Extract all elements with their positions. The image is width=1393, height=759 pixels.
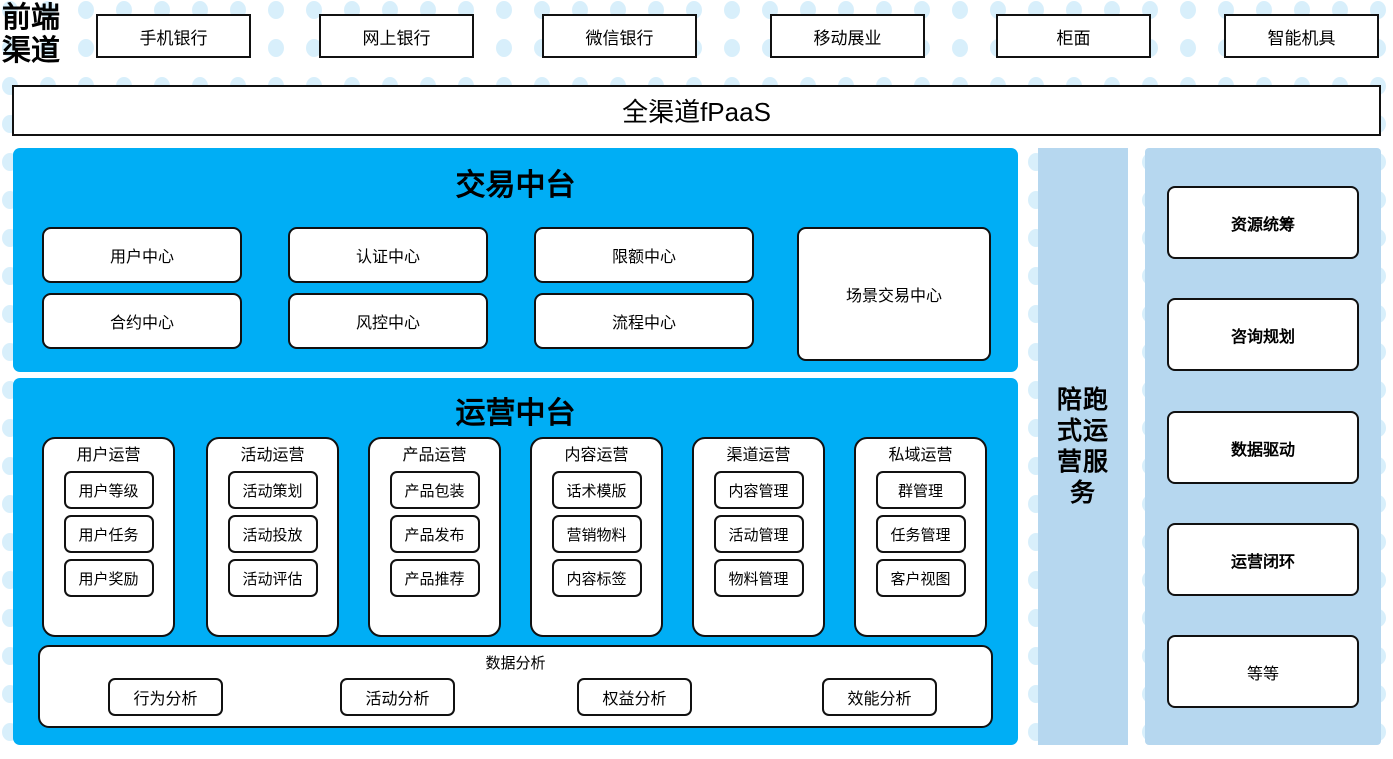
group-item[interactable]: 产品推荐 — [389, 559, 480, 597]
operation-group-content[interactable]: 内容运营 话术模版 营销物料 内容标签 — [530, 437, 663, 637]
capability-box-data[interactable]: 数据驱动 — [1167, 411, 1359, 484]
front-channel-label-line1: 前端 — [2, 2, 61, 34]
platform-bar-fpaas[interactable]: 全渠道fPaaS — [12, 85, 1381, 136]
channel-box-online-bank[interactable]: 网上银行 — [319, 14, 474, 58]
group-item[interactable]: 任务管理 — [875, 515, 966, 553]
group-item[interactable]: 产品包装 — [389, 471, 480, 509]
front-channel-label: 前端 渠道 — [2, 2, 80, 68]
data-analysis-item-activity[interactable]: 活动分析 — [340, 678, 455, 716]
trade-box-user-center[interactable]: 用户中心 — [42, 227, 242, 283]
group-item[interactable]: 活动管理 — [713, 515, 804, 553]
trade-box-scene-transaction-center[interactable]: 场景交易中心 — [797, 227, 991, 361]
group-title: 渠道运营 — [726, 447, 791, 464]
group-item[interactable]: 活动策划 — [227, 471, 318, 509]
group-item[interactable]: 活动评估 — [227, 559, 318, 597]
group-title: 产品运营 — [402, 447, 467, 464]
service-column-label: 陪跑 式运 营服 务 — [1049, 385, 1117, 509]
service-column-line1: 陪跑 — [1056, 385, 1109, 414]
group-title: 私域运营 — [888, 447, 953, 464]
operation-center-title: 运营中台 — [455, 397, 576, 430]
trade-box-process-center[interactable]: 流程中心 — [534, 293, 754, 349]
operation-group-private-domain[interactable]: 私域运营 群管理 任务管理 客户视图 — [854, 437, 987, 637]
capability-box-resource[interactable]: 资源统筹 — [1167, 186, 1359, 259]
capability-box-closedloop[interactable]: 运营闭环 — [1167, 523, 1359, 596]
group-item[interactable]: 群管理 — [875, 471, 966, 509]
group-title: 用户运营 — [76, 447, 141, 464]
channel-box-counter[interactable]: 柜面 — [996, 14, 1151, 58]
group-item[interactable]: 活动投放 — [227, 515, 318, 553]
group-item[interactable]: 物料管理 — [713, 559, 804, 597]
operation-group-channel[interactable]: 渠道运营 内容管理 活动管理 物料管理 — [692, 437, 825, 637]
trade-box-contract-center[interactable]: 合约中心 — [42, 293, 242, 349]
channel-box-mobile-bank[interactable]: 手机银行 — [96, 14, 251, 58]
trade-center-title: 交易中台 — [455, 169, 576, 202]
operation-group-user[interactable]: 用户运营 用户等级 用户任务 用户奖励 — [42, 437, 175, 637]
group-item[interactable]: 客户视图 — [875, 559, 966, 597]
group-item[interactable]: 用户奖励 — [63, 559, 154, 597]
capability-box-consulting[interactable]: 咨询规划 — [1167, 298, 1359, 371]
service-column-line2: 式运 — [1056, 416, 1109, 445]
capability-box-etc[interactable]: 等等 — [1167, 635, 1359, 708]
operation-group-activity[interactable]: 活动运营 活动策划 活动投放 活动评估 — [206, 437, 339, 637]
trade-box-risk-center[interactable]: 风控中心 — [288, 293, 488, 349]
group-item[interactable]: 用户等级 — [63, 471, 154, 509]
group-item[interactable]: 内容管理 — [713, 471, 804, 509]
operation-group-product[interactable]: 产品运营 产品包装 产品发布 产品推荐 — [368, 437, 501, 637]
trade-box-auth-center[interactable]: 认证中心 — [288, 227, 488, 283]
data-analysis-item-efficiency[interactable]: 效能分析 — [822, 678, 937, 716]
channel-box-smart-device[interactable]: 智能机具 — [1224, 14, 1379, 58]
group-item[interactable]: 用户任务 — [63, 515, 154, 553]
group-title: 活动运营 — [240, 447, 305, 464]
channel-box-mobile-biz[interactable]: 移动展业 — [770, 14, 925, 58]
capability-column-panel: 资源统筹 咨询规划 数据驱动 运营闭环 等等 — [1145, 148, 1381, 745]
trade-box-limit-center[interactable]: 限额中心 — [534, 227, 754, 283]
group-title: 内容运营 — [564, 447, 629, 464]
service-column-panel: 陪跑 式运 营服 务 — [1038, 148, 1128, 745]
data-analysis-title: 数据分析 — [485, 655, 546, 672]
group-item[interactable]: 营销物料 — [551, 515, 642, 553]
group-item[interactable]: 内容标签 — [551, 559, 642, 597]
front-channel-label-line2: 渠道 — [2, 35, 61, 67]
data-analysis-item-benefit[interactable]: 权益分析 — [577, 678, 692, 716]
service-column-line4: 务 — [1069, 478, 1096, 507]
group-item[interactable]: 话术模版 — [551, 471, 642, 509]
channel-box-wechat-bank[interactable]: 微信银行 — [542, 14, 697, 58]
service-column-line3: 营服 — [1056, 447, 1109, 476]
group-item[interactable]: 产品发布 — [389, 515, 480, 553]
data-analysis-item-behavior[interactable]: 行为分析 — [108, 678, 223, 716]
data-analysis-card: 数据分析 行为分析 活动分析 权益分析 效能分析 — [38, 645, 993, 728]
